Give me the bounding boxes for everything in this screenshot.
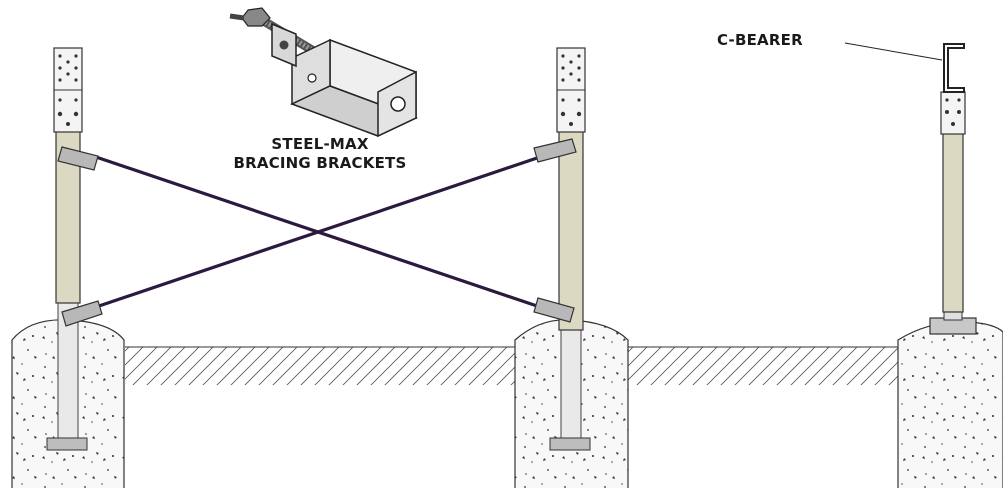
bracing-bracket-bottom-middle	[533, 297, 575, 323]
stump-middle	[549, 47, 591, 451]
c-bearer-profile	[844, 42, 965, 93]
ground-section	[125, 346, 898, 385]
bracing-bracket-bottom-left	[61, 300, 103, 327]
footing-right	[897, 321, 1003, 488]
brackets-label-line1: STEEL-MAX	[271, 135, 369, 153]
steel-max-bracket-illustration	[229, 7, 418, 138]
cross-bracing	[95, 155, 541, 309]
bracing-bracket-top-middle	[533, 138, 577, 163]
c-bearer-label: C-BEARER	[717, 31, 803, 49]
stump-right	[929, 91, 977, 335]
steel-max-bracing-brackets-label: STEEL-MAX BRACING BRACKETS	[210, 135, 430, 173]
bracing-bracket-top-left	[57, 146, 99, 171]
brackets-label-line2: BRACING BRACKETS	[233, 154, 407, 172]
